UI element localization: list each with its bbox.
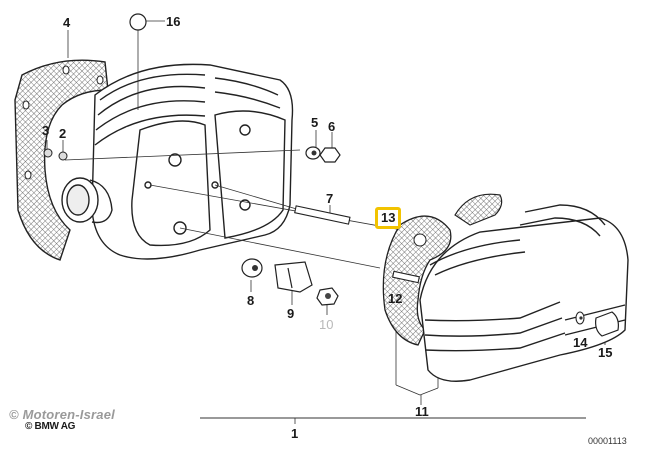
callout-12[interactable]: 12 [388,291,403,306]
callout-13[interactable]: 13 [375,207,402,229]
nut-part-6[interactable] [319,147,341,163]
nut-part-3[interactable] [43,148,53,158]
callout-1[interactable]: 1 [291,426,299,441]
callout-3[interactable]: 3 [42,123,50,138]
cap-nut-part-15[interactable] [595,311,619,337]
callout-11[interactable]: 11 [415,404,429,419]
washer-part-8[interactable] [241,258,263,278]
callout-9[interactable]: 9 [287,306,295,321]
watermark: © Motoren-Israel [9,407,115,422]
nut-part-10[interactable] [316,287,339,306]
callout-6[interactable]: 6 [328,119,336,134]
copyright-notice: © BMW AG [25,421,76,432]
plug-part-16[interactable] [129,13,147,31]
callout-8[interactable]: 8 [247,293,255,308]
callout-7[interactable]: 7 [326,191,334,206]
callout-5[interactable]: 5 [311,115,319,130]
callout-15[interactable]: 15 [598,345,613,360]
stud-part-12[interactable] [392,270,420,284]
callout-2[interactable]: 2 [59,126,67,141]
washer-part-14[interactable] [575,311,585,325]
bracket-part-9[interactable] [274,261,313,293]
washer-part-2[interactable] [58,151,68,161]
document-number: 00001113 [588,436,627,446]
callout-14[interactable]: 14 [573,335,588,350]
stud-part-7[interactable] [294,205,351,225]
head-gasket-part-4[interactable] [14,59,109,261]
cylinder-head-cover-part-11[interactable] [419,204,629,382]
callout-10[interactable]: 10 [319,317,334,332]
cylinder-head[interactable] [61,63,294,260]
callout-4[interactable]: 4 [63,15,71,30]
callout-16[interactable]: 16 [166,14,181,29]
washer-part-5[interactable] [305,146,321,160]
